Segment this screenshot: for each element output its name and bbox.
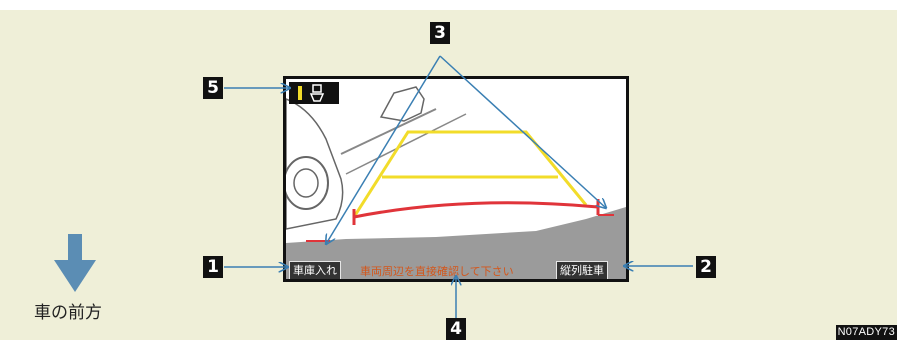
callout-2: 2 [696,256,716,278]
camera-view-illustration [286,86,626,279]
callout-4: 4 [446,318,466,340]
front-of-car-label: 車の前方 [34,303,102,323]
down-arrow-icon [54,234,96,292]
garage-parking-button[interactable]: 車庫入れ [289,261,341,279]
warning-message: 車両周辺を直接確認して下さい [360,265,514,278]
callout-5: 5 [203,77,223,99]
callout-3: 3 [430,22,450,44]
guide-line-red [353,201,599,219]
rear-camera-screen: 車庫入れ 車両周辺を直接確認して下さい 縦列駐車 [283,76,629,282]
figure-code: N07ADY73 [835,325,897,340]
road-surface [286,207,626,279]
tire-icon [286,156,329,210]
camera-indicator-icon [289,82,339,104]
parked-car-icon [379,86,425,122]
callout-1: 1 [203,256,223,278]
parallel-parking-button[interactable]: 縦列駐車 [556,261,608,279]
